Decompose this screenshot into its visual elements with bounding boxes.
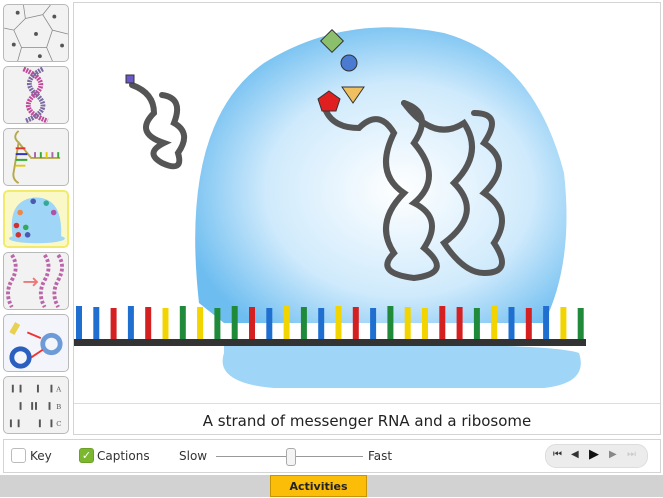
mrna-base	[162, 308, 169, 340]
ribosome-small-subunit	[222, 344, 581, 388]
mrna-base	[283, 306, 290, 340]
captions-checkbox[interactable]: ✓	[79, 448, 94, 463]
speed-slow-label: Slow	[179, 449, 208, 463]
amino-acid-small	[125, 74, 135, 84]
mrna-base	[543, 306, 550, 340]
speed-slider-handle[interactable]	[286, 448, 296, 466]
thumbnail-plasmid[interactable]	[3, 314, 69, 372]
mrna-base	[266, 308, 273, 340]
ribosome-large-subunit	[195, 27, 567, 324]
skip-to-start-icon[interactable]: ⏮	[553, 449, 562, 460]
caption-bar: A strand of messenger RNA and a ribosome	[74, 403, 660, 434]
mrna-base	[197, 307, 204, 340]
svg-text:B: B	[56, 403, 61, 411]
step-forward-icon[interactable]: ▶	[609, 449, 617, 460]
svg-text:C: C	[56, 420, 61, 428]
mrna-base	[335, 306, 342, 340]
checkmark-icon: ✓	[81, 449, 92, 462]
mrna-base	[300, 307, 307, 340]
mrna-base	[491, 306, 498, 340]
mrna-base	[508, 307, 515, 340]
mrna-base	[318, 308, 325, 340]
mrna-base	[231, 306, 238, 340]
mrna-base	[214, 308, 221, 340]
mrna-base	[93, 307, 100, 340]
step-back-icon[interactable]: ◀	[571, 449, 579, 460]
mrna-base	[456, 307, 463, 340]
mrna-base	[76, 306, 82, 340]
mrna-base	[439, 306, 446, 340]
speed-fast-label: Fast	[368, 449, 393, 463]
thumbnail-gel-bands[interactable]: A B C	[3, 376, 69, 434]
dna-replication-icon	[12, 130, 61, 184]
mrna-base	[127, 306, 134, 340]
animation-stage: A strand of messenger RNA and a ribosome	[73, 2, 661, 435]
gel-bands-icon: A B C	[9, 384, 61, 428]
mrna-base	[110, 308, 117, 340]
mrna-base	[370, 308, 377, 340]
mrna-base	[577, 308, 584, 340]
ribosome-icon	[9, 197, 65, 244]
mrna-bases	[76, 306, 584, 340]
mrna-base	[560, 307, 567, 340]
caption-text: A strand of messenger RNA and a ribosome	[202, 412, 532, 430]
mrna-base	[352, 307, 359, 340]
key-checkbox[interactable]	[11, 448, 26, 463]
mrna-base	[179, 306, 186, 340]
mrna-base	[387, 306, 394, 340]
mrna-base	[473, 308, 480, 340]
mrna-base	[422, 308, 428, 340]
play-icon[interactable]: ▶	[589, 447, 599, 462]
mrna-base	[404, 307, 411, 340]
thumbnail-dna-helix[interactable]	[3, 66, 69, 124]
amino-acid-triangle	[341, 86, 365, 104]
plasmid-icon	[9, 322, 63, 369]
playback-controls: ⏮ ◀ ▶ ▶ ⏭	[545, 444, 648, 468]
thumbnail-dna-copies[interactable]	[3, 252, 69, 310]
mrna-base	[145, 307, 152, 340]
amino-acid-pentagon	[317, 90, 341, 112]
trna-molecules	[129, 82, 505, 282]
activities-button[interactable]: Activities	[270, 475, 367, 497]
captions-label: Captions	[97, 449, 150, 463]
thumbnail-dna-replication[interactable]	[3, 128, 69, 186]
dna-helix-icon	[22, 67, 49, 123]
mrna-backbone	[74, 339, 586, 346]
thumbnail-ribosome-translation[interactable]	[3, 190, 69, 248]
mrna-base	[525, 308, 532, 340]
key-label: Key	[30, 449, 52, 463]
svg-text:A: A	[55, 385, 61, 393]
thumbnail-cells[interactable]	[3, 4, 69, 62]
amino-acid-square	[319, 28, 345, 54]
sidebar: A B C	[0, 0, 72, 437]
amino-acid-circle	[340, 54, 358, 72]
dna-copies-icon	[6, 253, 64, 309]
ribosome-illustration	[74, 27, 586, 388]
mrna-base	[249, 307, 255, 340]
cells-icon	[4, 5, 68, 61]
skip-to-end-icon[interactable]: ⏭	[627, 449, 636, 460]
controls-bar: Key ✓ Captions Slow Fast ⏮ ◀ ▶ ▶ ⏭	[3, 439, 661, 473]
